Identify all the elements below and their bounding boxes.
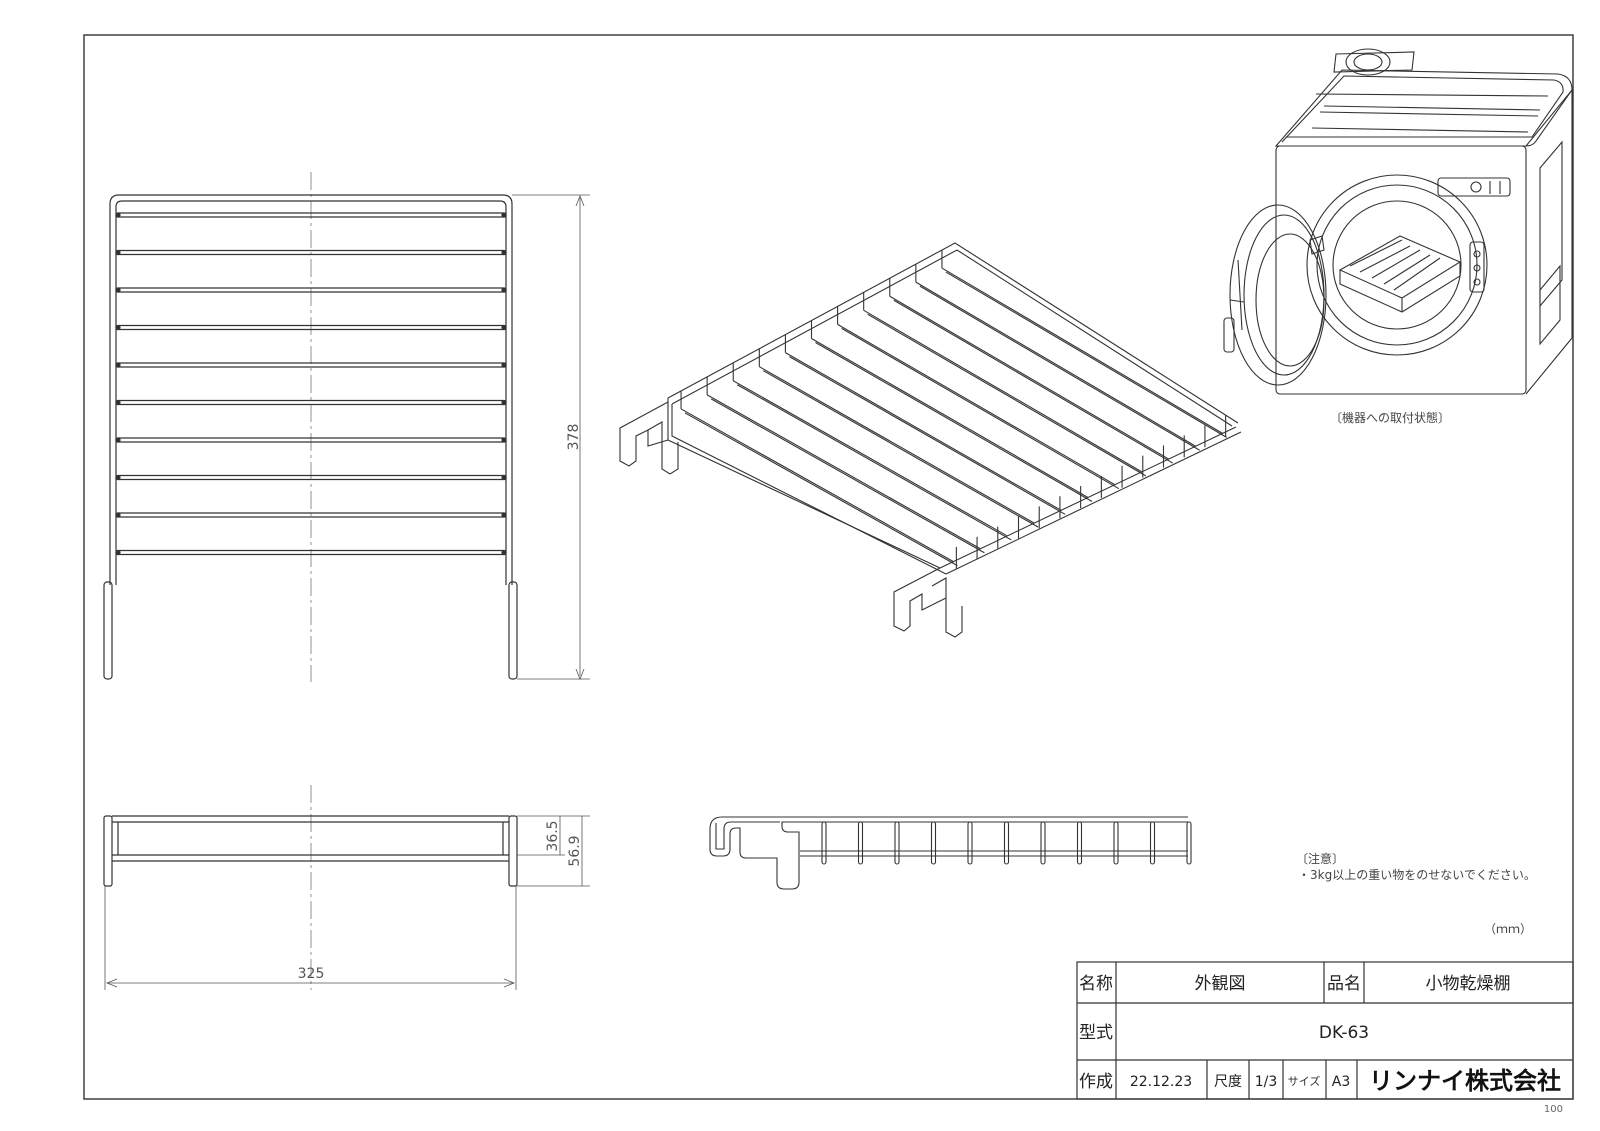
side-post	[967, 821, 973, 865]
iso-cross-bar	[732, 380, 1008, 537]
front-bar-end	[501, 399, 507, 406]
side-post	[1186, 821, 1192, 865]
iso-cross-bar	[680, 408, 954, 563]
iso-cross-bar	[941, 267, 1223, 434]
front-bar-end	[115, 474, 121, 481]
size-value: A3	[1332, 1074, 1350, 1090]
iso-cross-bar	[837, 323, 1116, 486]
company-name: リンナイ株式会社	[1369, 1067, 1561, 1095]
size-label: サイズ	[1288, 1074, 1321, 1088]
note-heading: 〔注意〕	[1296, 851, 1344, 866]
dim-inner-depth-label: 36.5	[545, 820, 561, 851]
side-post	[821, 821, 827, 865]
iso-cross-bar	[915, 281, 1196, 447]
model-value: DK-63	[1319, 1023, 1369, 1043]
scale-label: 尺度	[1214, 1074, 1242, 1090]
side-post	[1076, 821, 1083, 865]
iso-cross-bar	[815, 342, 1093, 502]
front-view	[103, 172, 518, 682]
side-post	[1149, 821, 1156, 865]
iso-cross-bar	[759, 366, 1035, 524]
front-bar-end	[501, 212, 507, 218]
iso-cross-bar	[811, 338, 1089, 498]
iso-cross-bar	[867, 313, 1147, 477]
side-post	[1113, 821, 1119, 865]
made-label: 作成	[1079, 1072, 1113, 1092]
iso-cross-bar	[710, 398, 985, 554]
front-bar	[115, 399, 507, 406]
front-bar-end	[501, 287, 507, 293]
dryer-illustration	[1223, 48, 1573, 395]
side-elevation-view	[709, 816, 1192, 890]
front-bar-end	[501, 549, 507, 556]
iso-cross-bar	[684, 412, 958, 567]
iso-cross-bar	[763, 370, 1039, 528]
front-bar-end	[501, 324, 507, 331]
isometric-rack	[619, 242, 1242, 638]
made-date: 22.12.23	[1130, 1074, 1192, 1090]
name-value: 外観図	[1195, 974, 1246, 994]
dimension-width	[104, 886, 517, 990]
iso-cross-bar	[736, 384, 1012, 541]
front-bar-end	[115, 549, 121, 556]
side-post	[930, 821, 937, 865]
product-label: 品名	[1327, 974, 1361, 994]
dim-height-label: 378	[566, 424, 582, 451]
front-bar-end	[115, 287, 121, 293]
front-bar-end	[115, 362, 121, 368]
title-block	[1076, 961, 1574, 1100]
front-bar-end	[115, 249, 121, 256]
front-bar-end	[115, 399, 121, 406]
iso-cross-bar	[863, 309, 1143, 473]
dimension-depth	[517, 815, 590, 887]
side-post	[857, 821, 864, 865]
scale-value: 1/3	[1255, 1074, 1278, 1090]
front-bar-end	[115, 437, 121, 443]
iso-cross-bar	[789, 356, 1066, 515]
iso-cross-bar	[893, 299, 1174, 464]
product-value: 小物乾燥棚	[1426, 974, 1511, 994]
side-post	[894, 821, 900, 865]
iso-cross-bar	[785, 352, 1062, 511]
iso-cross-bar	[706, 394, 981, 550]
front-bar-end	[501, 362, 507, 368]
unit-label: （ｍｍ）	[1484, 922, 1532, 936]
name-label: 名称	[1079, 974, 1113, 994]
page-number: 100	[1544, 1104, 1563, 1115]
caption-installed-state: 〔機器への取付状態〕	[1330, 410, 1450, 425]
side-view-bottom	[103, 785, 518, 990]
iso-cross-bar	[919, 285, 1200, 451]
front-bar-end	[115, 324, 121, 331]
dim-outer-depth-label: 56.9	[567, 835, 583, 866]
side-post	[1040, 821, 1046, 865]
front-bar-end	[115, 212, 121, 218]
iso-cross-bar	[841, 327, 1120, 490]
iso-cross-bar	[889, 295, 1170, 460]
side-post	[1003, 821, 1010, 865]
model-label: 型式	[1079, 1023, 1113, 1043]
front-bar-end	[501, 437, 507, 443]
front-bar	[115, 362, 507, 368]
front-bar-end	[115, 512, 121, 518]
front-bar-end	[501, 474, 507, 481]
front-bar-end	[501, 512, 507, 518]
front-bar-end	[501, 249, 507, 256]
note-line-1: ・3kg以上の重い物をのせないでください。	[1298, 868, 1536, 882]
dim-width-label: 325	[298, 966, 325, 982]
sheet-border	[83, 34, 1574, 1100]
dimension-height	[512, 194, 590, 681]
iso-cross-bar	[945, 271, 1227, 438]
